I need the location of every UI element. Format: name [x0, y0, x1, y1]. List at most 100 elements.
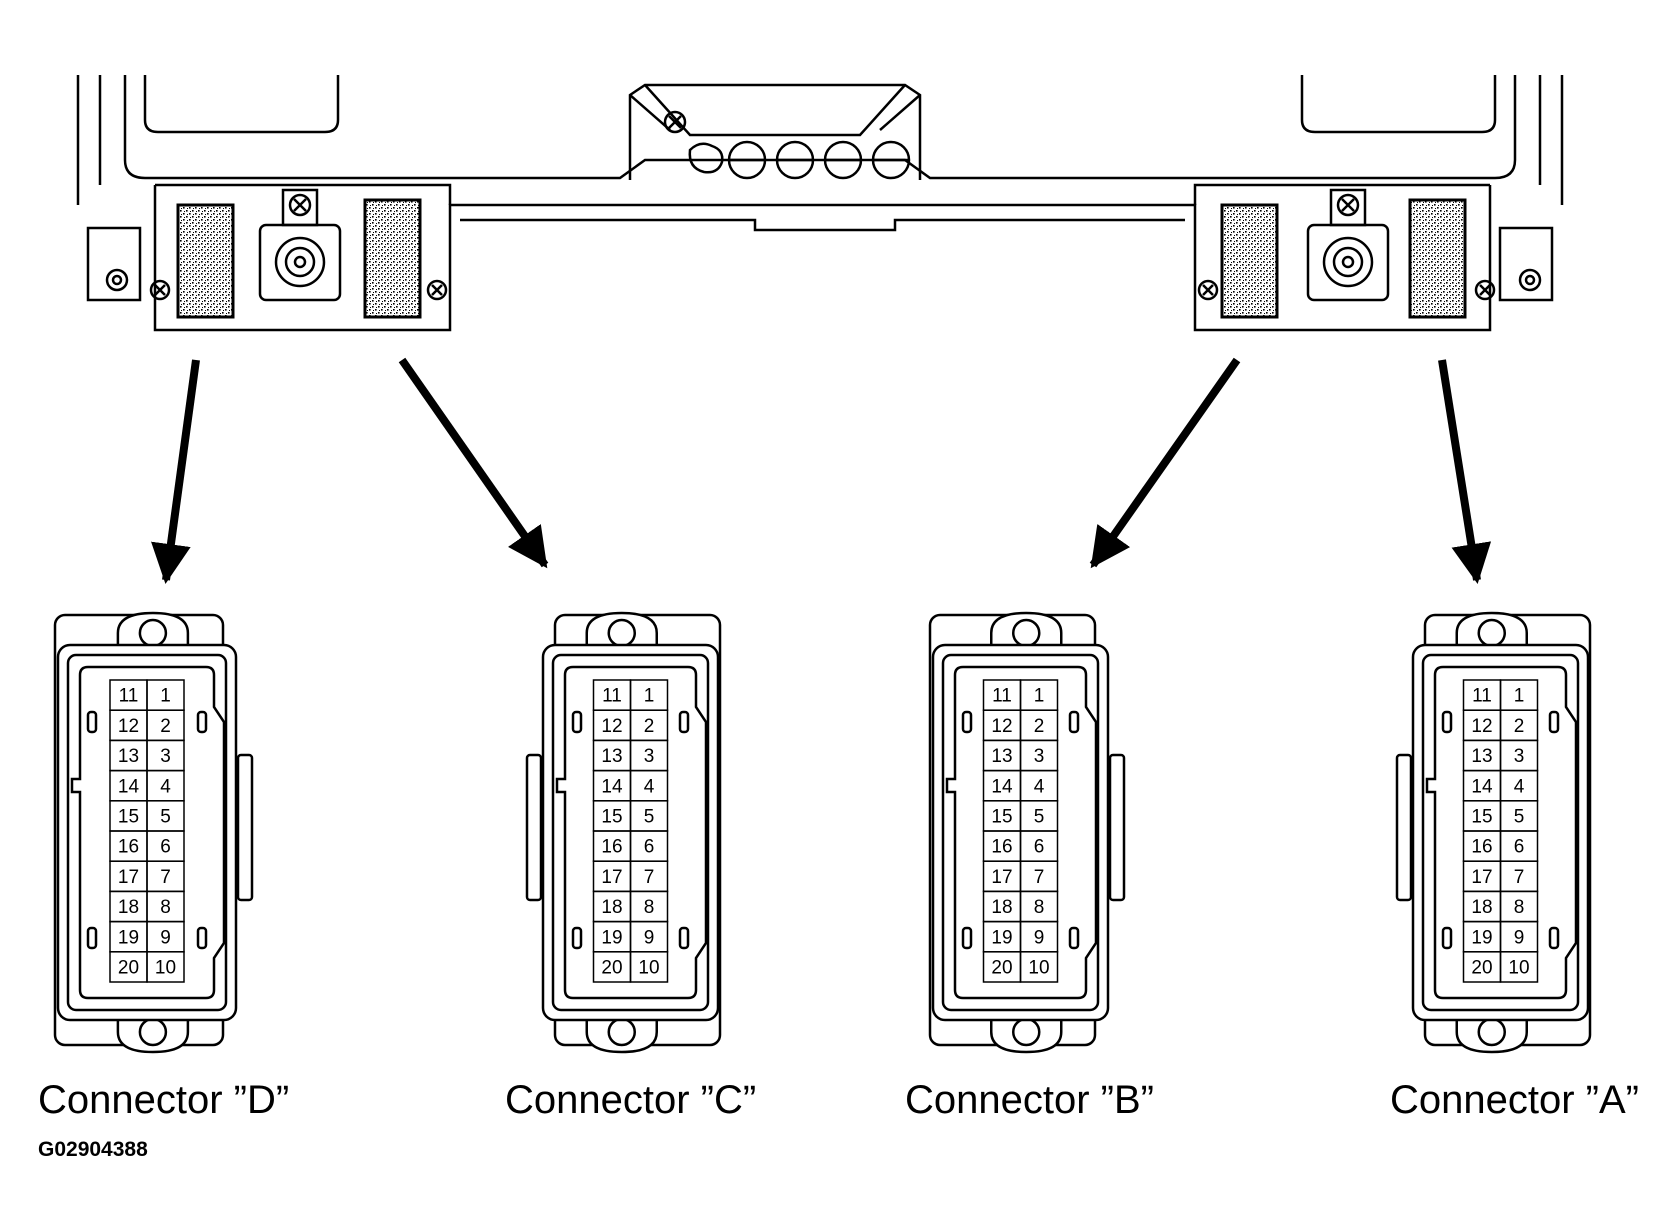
pin-number: 5 [644, 807, 655, 828]
connector-pad-c [363, 198, 422, 319]
arrow-to-connector-b [1089, 357, 1241, 569]
pin-number: 16 [118, 837, 139, 858]
pin-number: 3 [1034, 746, 1045, 767]
pin-number: 19 [991, 927, 1012, 948]
pin-number: 6 [160, 837, 171, 858]
pin-number: 4 [1034, 776, 1045, 797]
pin-number: 20 [1471, 958, 1492, 979]
pin-number: 11 [119, 686, 139, 707]
pin-number: 13 [601, 746, 622, 767]
pin-number: 6 [1034, 837, 1045, 858]
pin-number: 5 [1034, 807, 1045, 828]
pin-number: 15 [118, 807, 139, 828]
arrow-to-connector-c [398, 357, 549, 569]
connector-d-label: Connector ”D” [38, 1078, 290, 1122]
pin-number: 11 [602, 686, 622, 707]
pin-number: 12 [601, 716, 622, 737]
pin-number: 1 [644, 686, 655, 707]
pin-number: 11 [992, 686, 1012, 707]
pin-number: 18 [991, 897, 1012, 918]
pin-number: 4 [644, 776, 655, 797]
pin-number: 20 [991, 958, 1012, 979]
pin-number: 10 [1508, 958, 1529, 979]
pin-number: 3 [160, 746, 171, 767]
pin-number: 20 [118, 958, 139, 979]
module-housing [76, 75, 1564, 332]
pin-number: 4 [160, 776, 171, 797]
pin-number: 14 [118, 776, 140, 797]
pin-number: 7 [160, 867, 171, 888]
pin-number: 10 [638, 958, 659, 979]
pin-number: 4 [1514, 776, 1525, 797]
pin-number: 9 [160, 927, 171, 948]
pin-number: 16 [1471, 837, 1492, 858]
pin-number: 2 [1514, 716, 1525, 737]
pin-number: 8 [1514, 897, 1525, 918]
pin-number: 12 [1471, 716, 1492, 737]
pin-number: 8 [644, 897, 655, 918]
pin-number: 13 [1471, 746, 1492, 767]
connector-pad-b [1220, 203, 1279, 319]
pin-number: 13 [991, 746, 1012, 767]
pin-number: 15 [601, 807, 622, 828]
pin-number: 10 [155, 958, 176, 979]
pin-number: 7 [644, 867, 655, 888]
pin-number: 3 [1514, 746, 1525, 767]
pin-number: 17 [601, 867, 622, 888]
pin-number: 18 [601, 897, 622, 918]
pin-number: 9 [644, 927, 655, 948]
pin-number: 14 [1471, 776, 1493, 797]
pin-number: 17 [1471, 867, 1492, 888]
pin-number: 2 [1034, 716, 1045, 737]
pin-number: 7 [1034, 867, 1045, 888]
pin-number: 5 [160, 807, 171, 828]
pin-number: 19 [1471, 927, 1492, 948]
pin-number: 9 [1034, 927, 1045, 948]
pin-number: 19 [601, 927, 622, 948]
figure-id: G02904388 [38, 1138, 148, 1161]
pin-number: 18 [118, 897, 139, 918]
pin-number: 14 [601, 776, 623, 797]
pin-number: 12 [118, 716, 139, 737]
connector-pad-d [176, 203, 235, 319]
pin-number: 1 [1034, 686, 1045, 707]
pin-number: 10 [1028, 958, 1049, 979]
pin-number: 14 [991, 776, 1013, 797]
pin-number: 16 [601, 837, 622, 858]
pin-number: 11 [1472, 686, 1492, 707]
pin-number: 15 [1471, 807, 1492, 828]
pin-number: 8 [160, 897, 171, 918]
arrow-to-connector-d [151, 359, 200, 584]
pin-number: 6 [644, 837, 655, 858]
pin-cell [629, 951, 669, 983]
pin-number: 5 [1514, 807, 1525, 828]
pin-number: 9 [1514, 927, 1525, 948]
pin-number: 18 [1471, 897, 1492, 918]
pin-cell [1499, 951, 1539, 983]
pin-number: 20 [601, 958, 622, 979]
pin-cell [146, 951, 185, 983]
pin-number: 13 [118, 746, 139, 767]
pin-number: 17 [118, 867, 139, 888]
pin-number: 8 [1034, 897, 1045, 918]
arrow-to-connector-a [1438, 359, 1492, 584]
connector-pad-a [1408, 198, 1467, 319]
pin-number: 19 [118, 927, 139, 948]
pin-number: 7 [1514, 867, 1525, 888]
pin-number: 12 [991, 716, 1012, 737]
pin-number: 2 [644, 716, 655, 737]
pin-number: 1 [1514, 686, 1525, 707]
connector-c-label: Connector ”C” [505, 1078, 757, 1122]
pin-number: 2 [160, 716, 171, 737]
pin-number: 3 [644, 746, 655, 767]
connector-b-label: Connector ”B” [905, 1078, 1154, 1122]
pin-number: 1 [160, 686, 171, 707]
connector-a-label: Connector ”A” [1390, 1078, 1639, 1122]
pin-number: 6 [1514, 837, 1525, 858]
